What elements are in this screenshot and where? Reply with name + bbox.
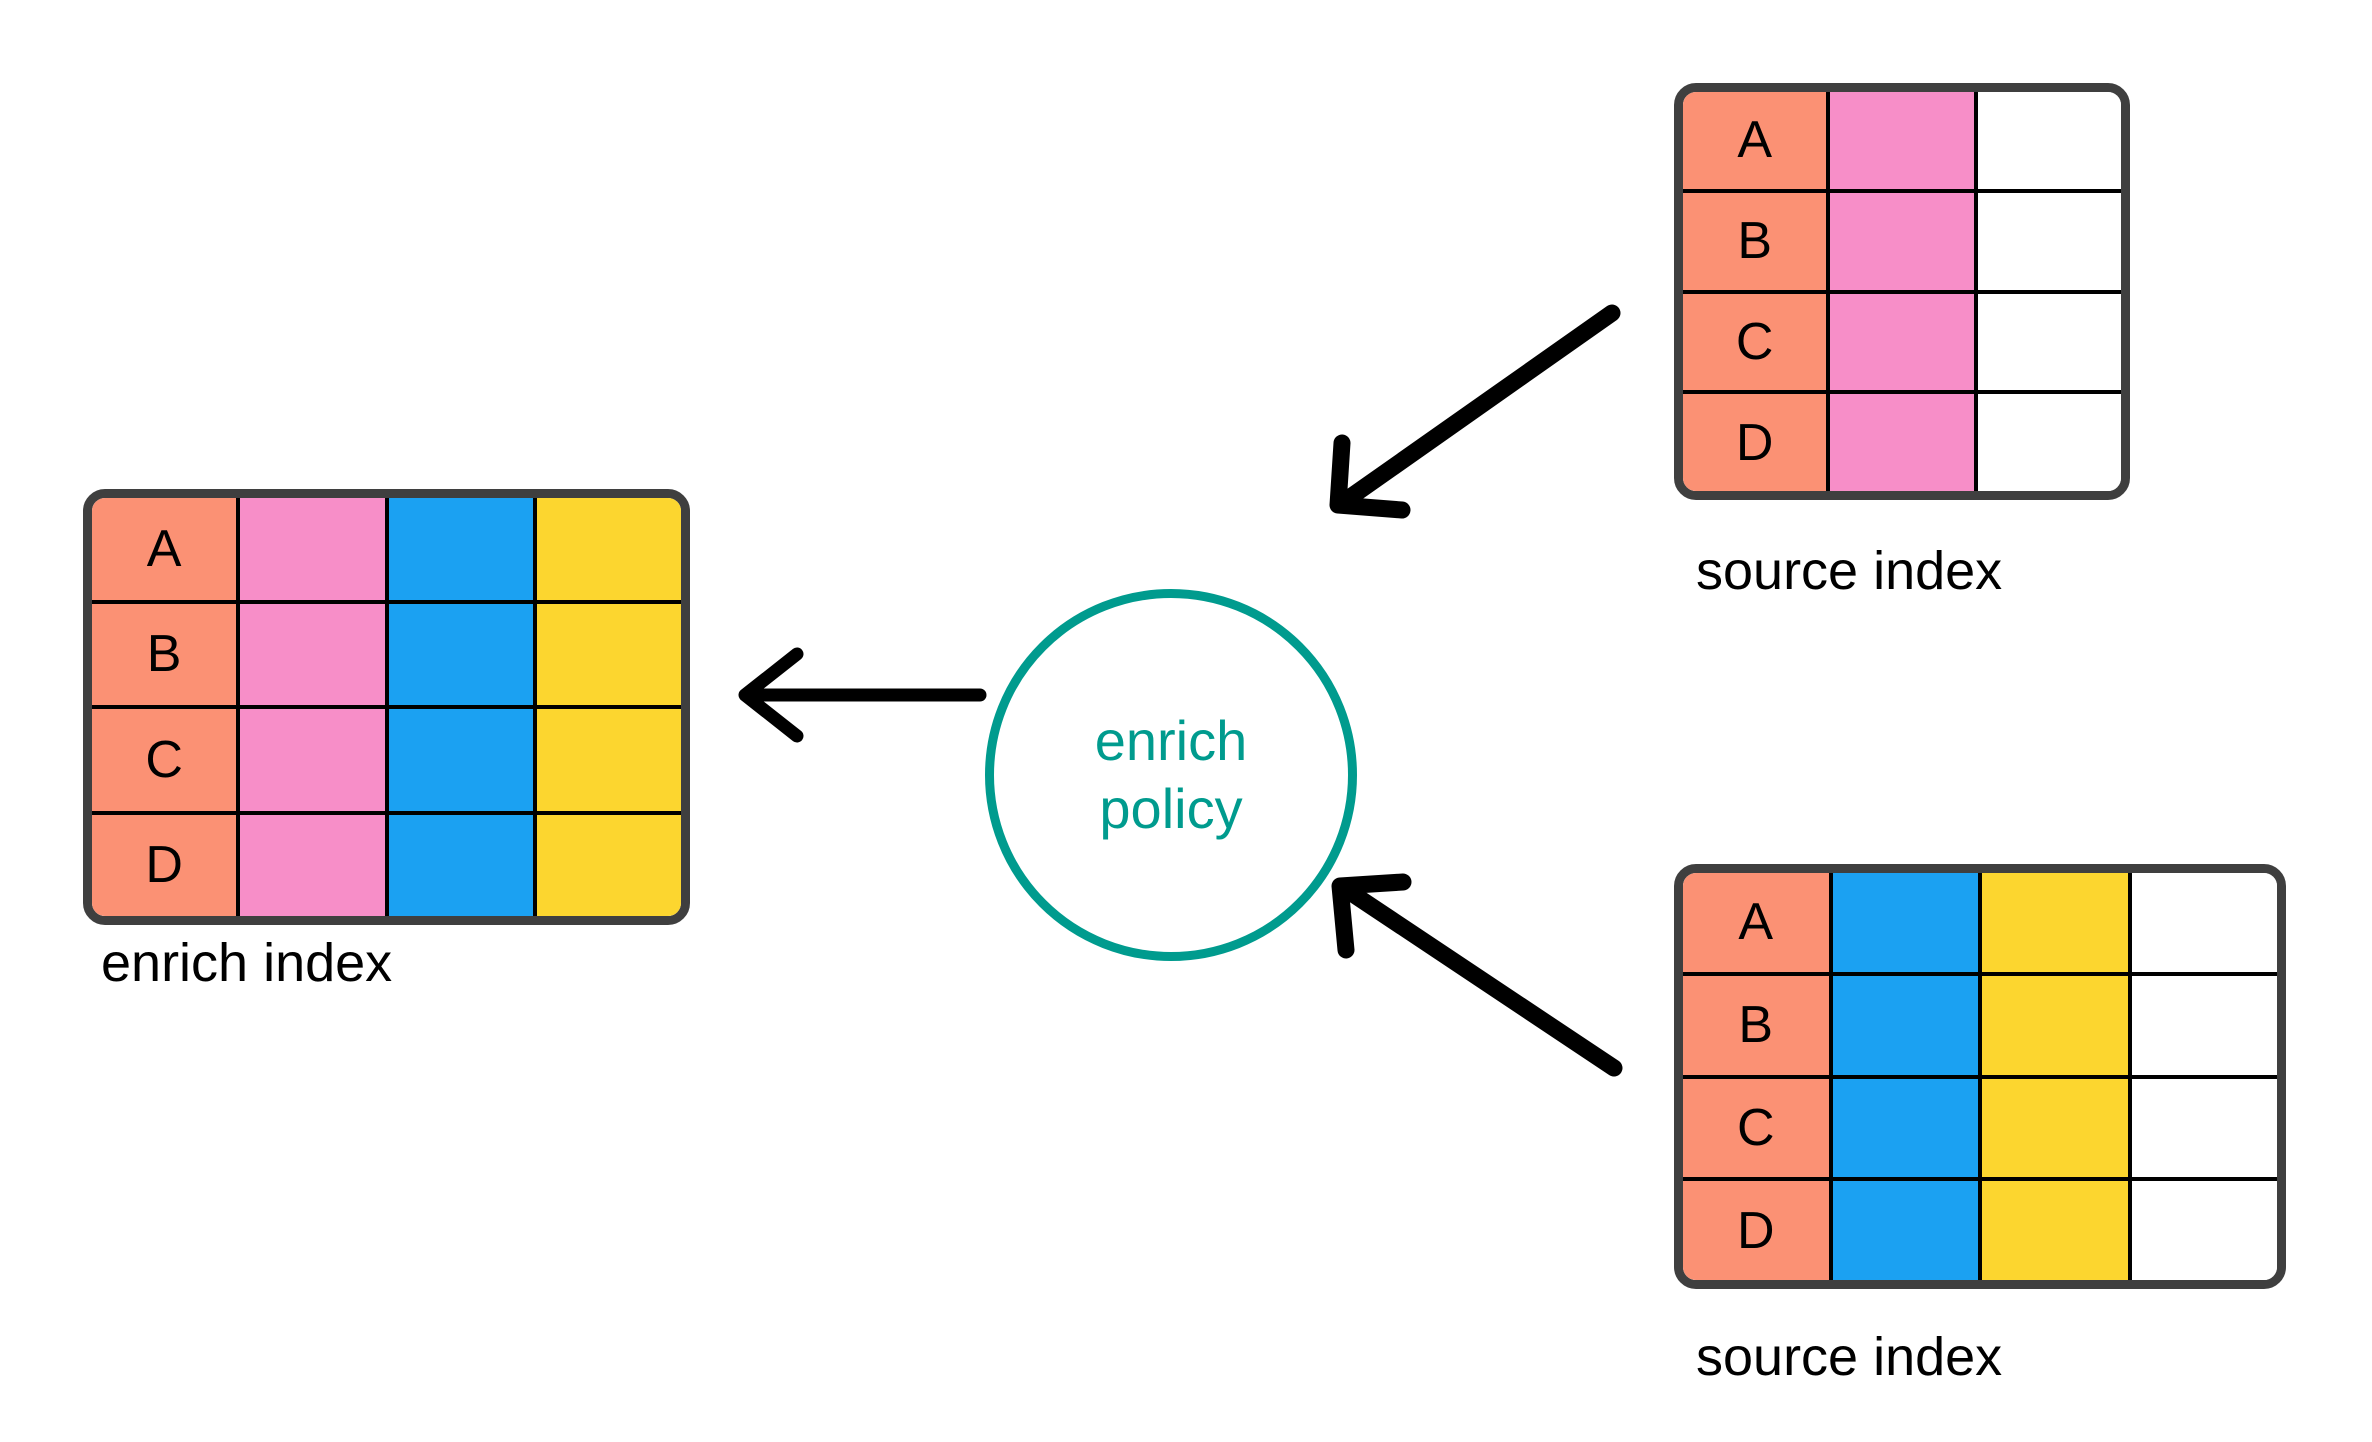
source-index-top-caption: source index [1696, 541, 2003, 601]
table-cell-empty [2131, 1181, 2277, 1280]
arrow-bottom-source-to-policy-icon [1331, 873, 1623, 1077]
table-cell-pink [1830, 92, 1978, 189]
table-cell-key: C [1683, 1078, 1833, 1178]
table-row: B [1683, 192, 2121, 294]
table-cell-pink [240, 814, 389, 916]
table-cell-key: D [1683, 1181, 1833, 1280]
table-cell-key: A [92, 498, 241, 600]
table-cell-blue [388, 498, 537, 600]
enrich-index-table: A B C D [83, 489, 690, 925]
table-cell-empty [1977, 92, 2121, 189]
source-index-top-table: A B C D [1674, 83, 2130, 500]
enrich-index-caption: enrich index [101, 933, 393, 993]
arrow-policy-to-enrich-index-icon [738, 647, 987, 743]
table-row: A [92, 498, 681, 604]
table-cell-key: B [1683, 975, 1833, 1075]
table-row: B [1683, 975, 2277, 1079]
table-cell-pink [1830, 394, 1978, 491]
table-cell-blue [1832, 1078, 1982, 1178]
table-cell-yellow [536, 709, 681, 811]
table-cell-key: D [92, 814, 241, 916]
source-index-bottom-table: A B C D [1674, 864, 2286, 1289]
table-cell-yellow [536, 814, 681, 916]
table-row: A [1683, 92, 2121, 193]
table-cell-pink [240, 709, 389, 811]
table-cell-yellow [536, 603, 681, 705]
enrich-policy-label-line1: enrich [1094, 708, 1248, 772]
table-cell-yellow [536, 498, 681, 600]
table-cell-key: A [1683, 873, 1833, 972]
table-cell-key: A [1683, 92, 1831, 189]
table-cell-pink [240, 603, 389, 705]
table-row: C [1683, 293, 2121, 395]
table-row: D [1683, 1181, 2277, 1280]
arrow-top-source-to-policy-icon [1329, 304, 1621, 519]
table-cell-blue [1832, 1181, 1982, 1280]
table-cell-empty [2131, 873, 2277, 972]
table-row: C [1683, 1078, 2277, 1182]
table-cell-yellow [1982, 1078, 2132, 1178]
table-cell-key: C [92, 709, 241, 811]
table-cell-yellow [1982, 873, 2132, 972]
table-cell-pink [240, 498, 389, 600]
source-index-bottom-caption: source index [1696, 1327, 2003, 1387]
table-cell-key: B [92, 603, 241, 705]
table-cell-blue [388, 709, 537, 811]
table-row: C [92, 709, 681, 815]
table-cell-key: C [1683, 293, 1831, 391]
enrich-policy-label-line2: policy [1099, 777, 1243, 840]
enrich-policy-node[interactable]: enrich policy [985, 589, 1357, 961]
table-cell-yellow [1982, 975, 2132, 1075]
table-cell-blue [388, 603, 537, 705]
table-cell-empty [1977, 293, 2121, 391]
table-cell-empty [2131, 1078, 2277, 1178]
table-cell-empty [1977, 394, 2121, 491]
table-cell-pink [1830, 192, 1978, 290]
table-cell-empty [1977, 192, 2121, 290]
table-cell-blue [388, 814, 537, 916]
table-row: B [92, 603, 681, 709]
table-cell-yellow [1982, 1181, 2132, 1280]
table-cell-blue [1832, 975, 1982, 1075]
table-cell-blue [1832, 873, 1982, 972]
table-cell-empty [2131, 975, 2277, 1075]
table-cell-pink [1830, 293, 1978, 391]
table-cell-key: B [1683, 192, 1831, 290]
table-cell-key: D [1683, 394, 1831, 491]
table-row: D [92, 814, 681, 916]
table-row: D [1683, 394, 2121, 491]
table-row: A [1683, 873, 2277, 976]
